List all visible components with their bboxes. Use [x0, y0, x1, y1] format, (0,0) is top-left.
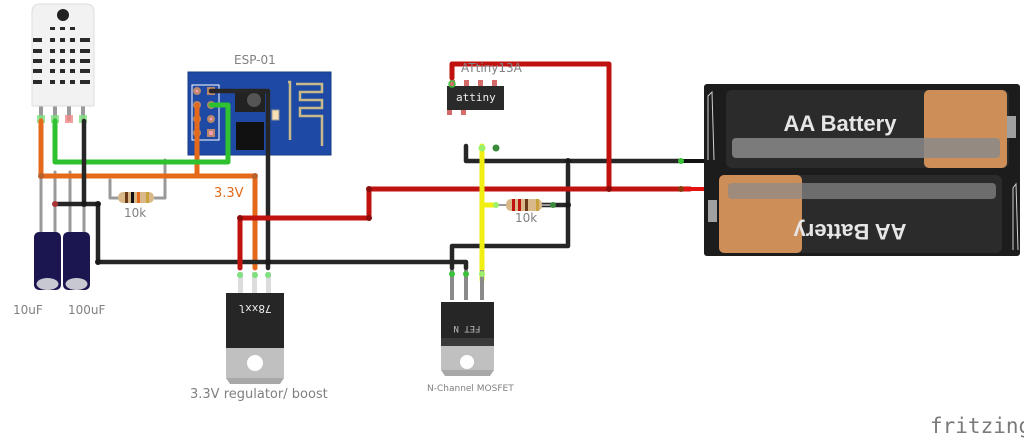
fritzing-watermark: fritzing: [930, 414, 1024, 438]
capacitor-10uf[interactable]: [34, 232, 61, 290]
wires: [38, 61, 693, 283]
esp01-module[interactable]: [187, 71, 332, 156]
dht-sensor[interactable]: [31, 3, 95, 123]
rail-3v3-label: 3.3V: [214, 186, 244, 201]
capacitor-100uf[interactable]: [63, 232, 90, 290]
regulator-label: 3.3V regulator/ boost: [190, 387, 328, 402]
resistor-right-label: 10k: [515, 211, 537, 225]
resistor-left[interactable]: [118, 192, 154, 203]
mosfet-chip-text: FET N: [453, 323, 480, 333]
attiny-chip-text: attiny: [456, 91, 496, 104]
attiny-label: ATtiny13A: [461, 61, 523, 75]
regulator-chip-text: 78xxl: [238, 302, 271, 315]
junctions: [38, 158, 612, 265]
mosfet-label: N-Channel MOSFET: [427, 384, 514, 394]
resistor-right[interactable]: [493, 199, 556, 211]
esp01-label: ESP-01: [234, 53, 276, 67]
n-channel-mosfet[interactable]: FET N: [441, 270, 494, 376]
battery-top-label: AA Battery: [784, 111, 898, 136]
cap-10uf-label: 10uF: [13, 303, 43, 317]
cap-100uf-label: 100uF: [68, 303, 106, 317]
battery-bottom-label: AA Battery: [793, 219, 907, 244]
battery-holder[interactable]: AA Battery AA Battery: [678, 84, 1020, 256]
attiny-chip[interactable]: attiny: [447, 80, 504, 152]
resistor-left-label: 10k: [124, 206, 146, 220]
voltage-regulator[interactable]: 78xxl: [226, 272, 284, 384]
